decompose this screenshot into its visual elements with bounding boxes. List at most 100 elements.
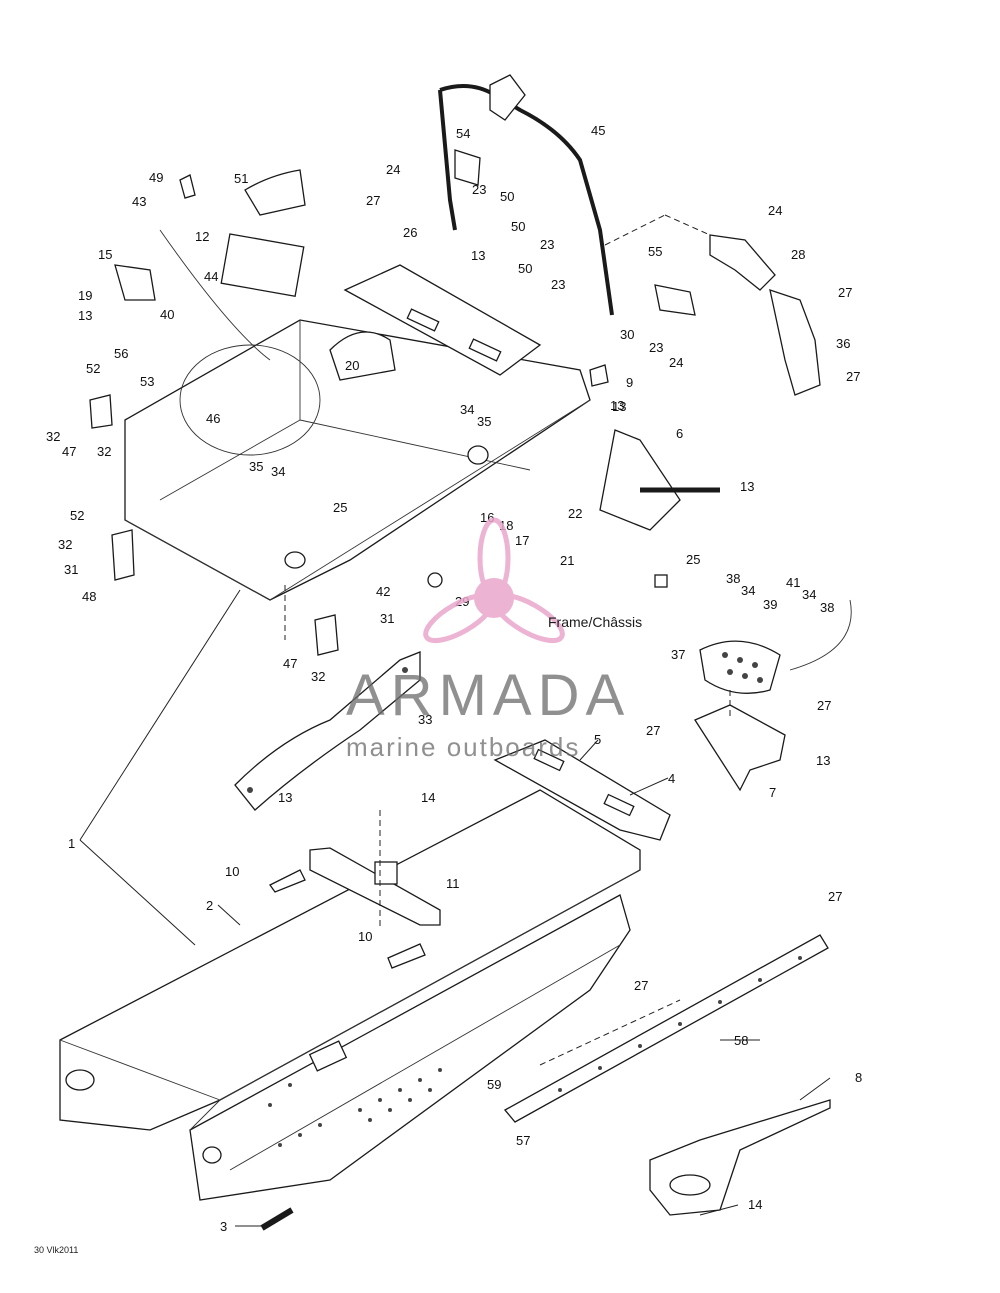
callout-28: 28 <box>791 247 805 262</box>
callout-55: 55 <box>648 244 662 259</box>
callout-37: 37 <box>671 647 685 662</box>
callout-32c: 32 <box>58 537 72 552</box>
callout-38b: 38 <box>820 600 834 615</box>
callout-56: 56 <box>114 346 128 361</box>
cross-bracket-part-11 <box>309 847 441 926</box>
callout-58: 58 <box>734 1033 748 1048</box>
tunnel-part <box>59 789 641 1201</box>
callout-40: 40 <box>160 307 174 322</box>
callout-2: 2 <box>206 898 213 913</box>
callout-13d: 13 <box>740 479 754 494</box>
watermark-name: ARMADA <box>346 663 631 728</box>
callout-12: 12 <box>195 229 209 244</box>
callout-59: 59 <box>487 1077 501 1092</box>
callout-4: 4 <box>668 771 675 786</box>
steering-tube-part-45 <box>438 74 614 316</box>
callout-42: 42 <box>376 584 390 599</box>
callout-35b: 35 <box>249 459 263 474</box>
callout-24c: 24 <box>669 355 683 370</box>
callout-34a: 34 <box>460 402 474 417</box>
callout-11: 11 <box>446 876 460 891</box>
pad-part-10b <box>387 943 426 969</box>
diagram-caption: Frame/Châssis <box>548 614 643 630</box>
callout-50b: 50 <box>511 219 525 234</box>
callout-23b: 23 <box>540 237 554 252</box>
callout-10: 10 <box>225 864 239 879</box>
callout-5: 5 <box>594 732 601 747</box>
pad-part-10a <box>269 869 306 893</box>
bracket-part-30 <box>654 284 696 316</box>
callout-53: 53 <box>140 374 154 389</box>
callout-33: 33 <box>418 712 432 727</box>
bracket-part-36 <box>769 289 821 396</box>
callout-50a: 50 <box>500 189 514 204</box>
callout-27g: 27 <box>634 978 648 993</box>
callout-46: 46 <box>206 411 220 426</box>
callout-6: 6 <box>676 426 683 441</box>
small-parts <box>89 169 668 656</box>
foot-bracket-part-8 <box>649 1099 831 1216</box>
callout-25a: 25 <box>333 500 347 515</box>
callout-labels: 1 2 3 4 5 6 7 8 9 10 10 11 12 13 13 13 1… <box>46 123 862 1234</box>
callout-30: 30 <box>620 327 634 342</box>
callout-50c: 50 <box>518 261 532 276</box>
callout-10b: 10 <box>358 929 372 944</box>
rod-part-3 <box>260 1207 294 1231</box>
callout-41: 41 <box>786 575 800 590</box>
callout-43: 43 <box>132 194 146 209</box>
callout-8: 8 <box>855 1070 862 1085</box>
callout-7: 7 <box>769 785 776 800</box>
callout-57: 57 <box>516 1133 530 1148</box>
callout-47b: 47 <box>283 656 297 671</box>
callout-27a: 27 <box>366 193 380 208</box>
callout-27e: 27 <box>646 723 660 738</box>
callout-35a: 35 <box>477 414 491 429</box>
callout-23a: 23 <box>472 182 486 197</box>
callout-38a: 38 <box>726 571 740 586</box>
watermark-subtitle: marine outboards <box>346 732 581 762</box>
callout-26: 26 <box>403 225 417 240</box>
callout-52a: 52 <box>86 361 100 376</box>
callout-32b: 32 <box>97 444 111 459</box>
callout-9: 9 <box>626 375 633 390</box>
callout-13e: 13 <box>816 753 830 768</box>
callout-17: 17 <box>515 533 529 548</box>
callout-27d: 27 <box>817 698 831 713</box>
upper-crossmember-part <box>343 264 542 376</box>
callout-45: 45 <box>591 123 605 138</box>
callout-51: 51 <box>234 171 248 186</box>
callout-32d: 32 <box>311 669 325 684</box>
brace-part-33 <box>234 651 421 811</box>
callout-31a: 31 <box>64 562 78 577</box>
callout-22: 22 <box>568 506 582 521</box>
callout-1: 1 <box>68 836 75 851</box>
callout-13f: 13 <box>278 790 292 805</box>
leader-lines <box>79 589 831 1227</box>
callout-34b: 34 <box>271 464 285 479</box>
callout-25b: 25 <box>686 552 700 567</box>
drawing-code: 30 Vlk2011 <box>34 1245 79 1255</box>
shock-tower-part-6 <box>599 429 720 531</box>
steering-arm-part-37 <box>699 640 781 694</box>
callout-27c: 27 <box>846 369 860 384</box>
callout-32a: 32 <box>46 429 60 444</box>
callout-27b: 27 <box>838 285 852 300</box>
callout-48: 48 <box>82 589 96 604</box>
callout-24b: 24 <box>768 203 782 218</box>
callout-15: 15 <box>98 247 112 262</box>
assembly-lines <box>159 214 852 1066</box>
callout-27f: 27 <box>828 889 842 904</box>
callout-13a: 13 <box>78 308 92 323</box>
callout-36: 36 <box>836 336 850 351</box>
callout-14a: 14 <box>421 790 435 805</box>
propeller-logo-icon <box>423 517 565 644</box>
callout-49: 49 <box>149 170 163 185</box>
callout-19: 19 <box>78 288 92 303</box>
callout-34d: 34 <box>802 587 816 602</box>
bracket-part-28 <box>709 234 776 291</box>
callout-34c: 34 <box>741 583 755 598</box>
cross-plate-part-4 <box>493 739 671 841</box>
callout-31b: 31 <box>380 611 394 626</box>
